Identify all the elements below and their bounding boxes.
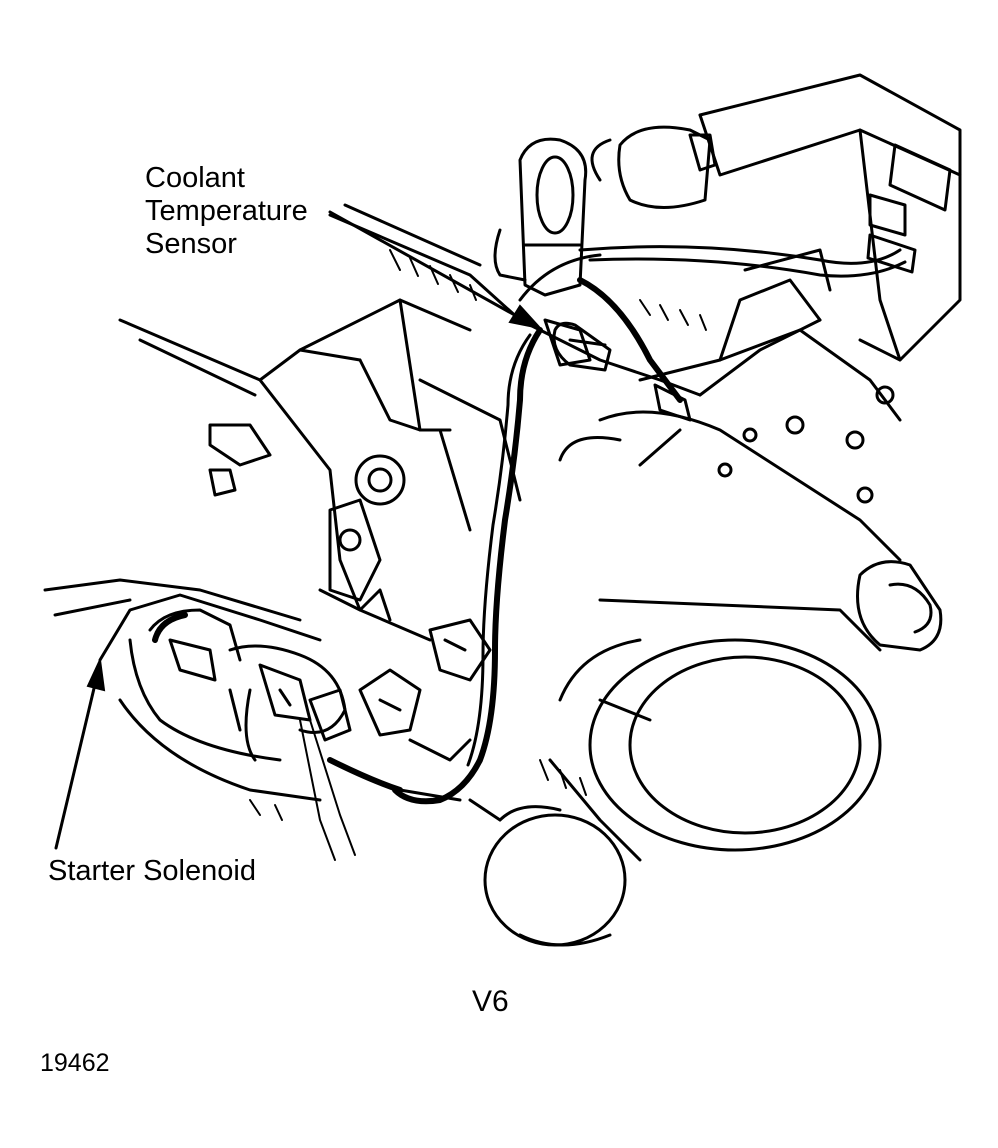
engine-block [118,203,702,642]
starter-solenoid [43,578,356,861]
starter-nose [468,798,627,947]
starter-solenoid-leader-arrow [54,656,106,850]
figure-number: 19462 [40,1049,110,1077]
coolant-label-line-1: Coolant [145,162,245,194]
coolant-label-line-2: Temperature [145,195,308,227]
timing-cover [558,248,902,562]
coolant-temperature-sensor [543,318,607,367]
engine-type-label: V6 [472,985,509,1018]
wiring-harness [327,245,907,805]
coolant-label-line-3: Sensor [145,228,237,260]
lifting-bracket [493,137,588,297]
starter-solenoid-label: Starter Solenoid [48,855,256,887]
casting-detail-marks [249,249,707,821]
flywheel-housing [548,638,882,862]
harmonic-balancer [598,560,943,652]
intake-plenum [590,73,962,362]
coolant-temperature-sensor-label: Coolant Temperature Sensor [145,162,308,261]
